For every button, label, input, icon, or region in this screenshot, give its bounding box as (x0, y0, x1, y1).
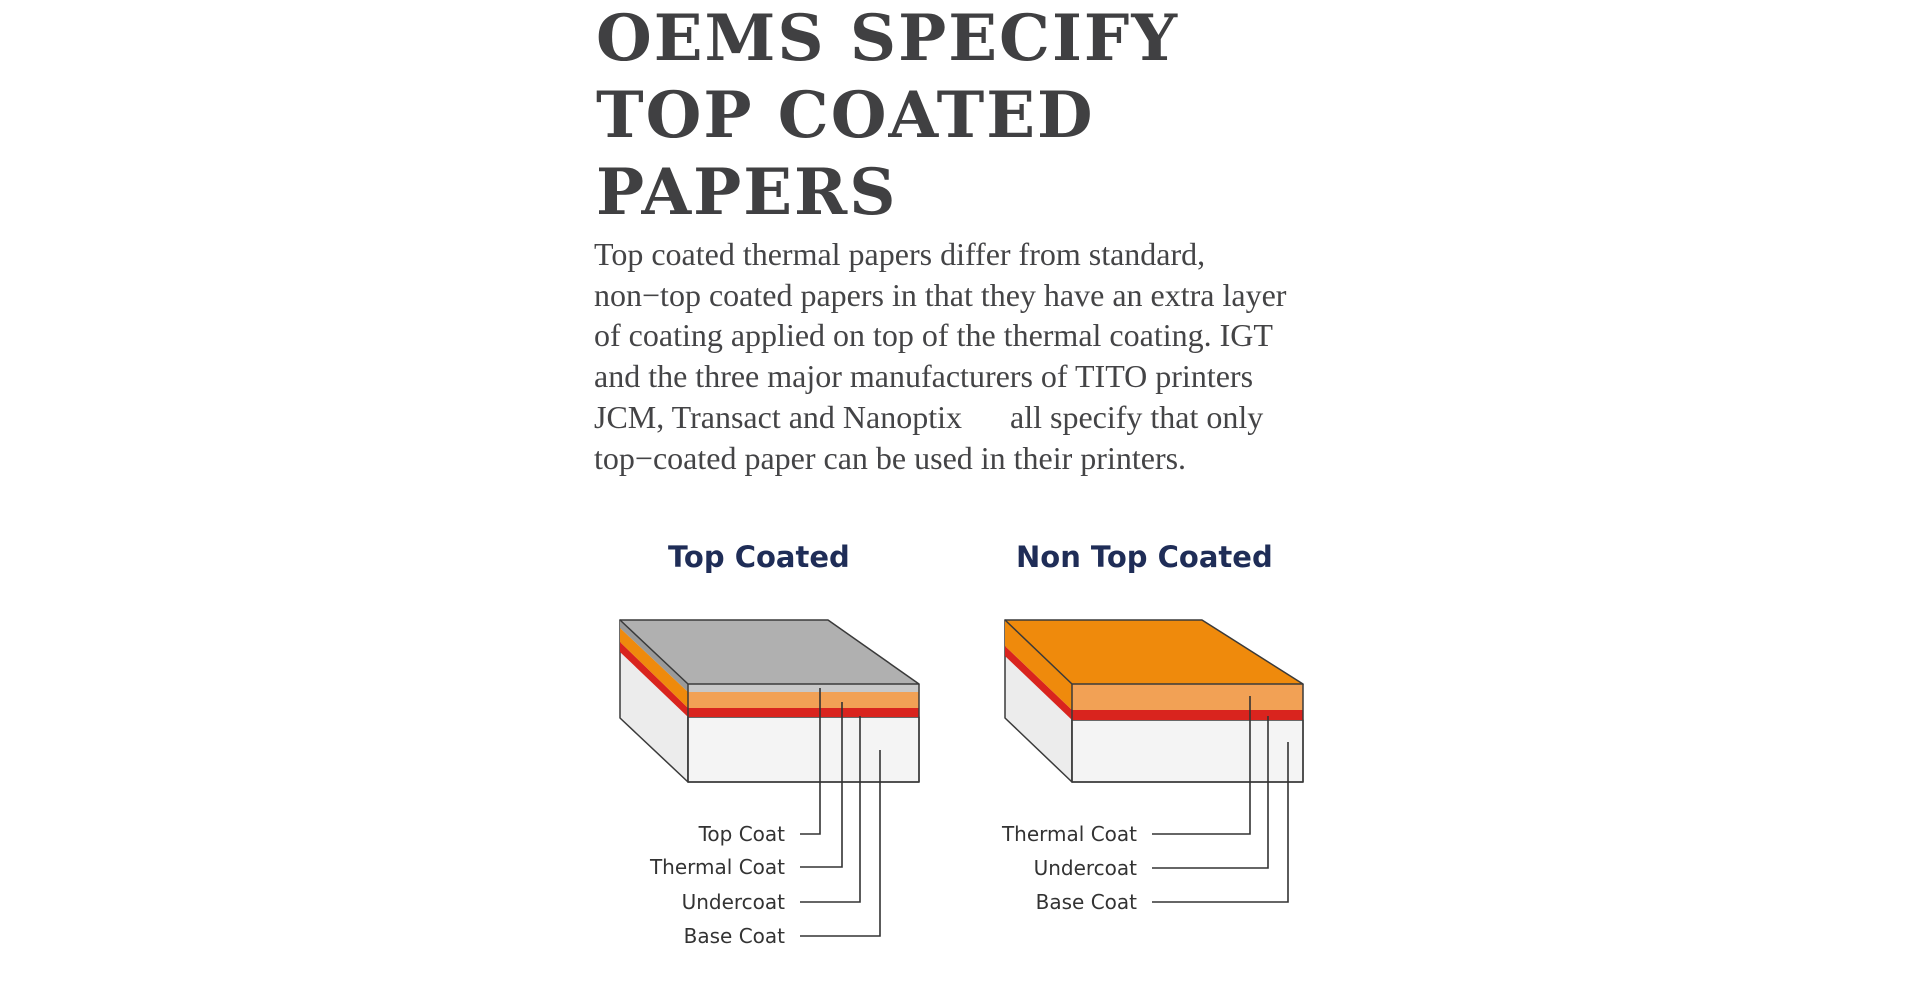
top-coated-side-thermal (620, 628, 688, 708)
top-coated-front-thermal (688, 692, 919, 708)
top-coated-diagram: Top Coated Top Coat Thermal Coa (619, 540, 920, 948)
leader-thermal-coat (800, 702, 843, 868)
top-coated-front-undercoat (688, 708, 919, 717)
label-nt-thermal-coat: Thermal Coat (1001, 822, 1137, 846)
non-top-coated-front-thermal (1072, 684, 1303, 710)
non-top-coated-diagram: Non Top Coated Thermal Coat Undercoat Ba… (1001, 540, 1304, 914)
label-nt-undercoat: Undercoat (1034, 856, 1138, 880)
headline-line-1: OEMS SPECIFY (596, 1, 1179, 76)
body-line-1: Top coated thermal papers differ from st… (594, 236, 1206, 272)
body-line-2: non−top coated papers in that they have … (594, 276, 1287, 313)
leader-top-coat (800, 688, 821, 835)
label-undercoat: Undercoat (682, 890, 786, 914)
non-top-coated-title: Non Top Coated (1016, 540, 1273, 574)
headline-line-3: PAPERS (596, 155, 898, 230)
non-top-coated-side-thermal (1005, 620, 1072, 710)
body-line-6: top−coated paper can be used in their pr… (594, 439, 1187, 476)
non-top-coated-side-undercoat (1005, 646, 1072, 720)
body-line-4: and the three major manufacturers of TIT… (594, 358, 1254, 395)
leader-nt-thermal-coat (1152, 696, 1251, 835)
label-top-coat: Top Coat (698, 822, 786, 846)
leader-undercoat (800, 716, 861, 903)
headline: OEMS SPECIFY TOP COATED PAPERS (596, 0, 1296, 231)
label-base-coat: Base Coat (684, 924, 786, 948)
top-coated-front-topcoat (688, 684, 919, 692)
body-line-5: JCM, Transact and Nanoptix all specify t… (594, 398, 1264, 435)
leader-nt-base-coat (1152, 742, 1289, 903)
top-coated-side-undercoat (620, 642, 688, 717)
headline-line-2: TOP COATED (596, 78, 1095, 153)
leader-nt-undercoat (1152, 716, 1269, 869)
body-paragraph: Top coated thermal papers differ from st… (594, 234, 1354, 478)
body-line-3: of coating applied on top of the thermal… (594, 317, 1273, 354)
top-coated-side-topcoat (620, 620, 688, 692)
top-coated-base-front (687, 716, 920, 783)
leader-base-coat (800, 750, 881, 937)
label-nt-base-coat: Base Coat (1036, 890, 1138, 914)
non-top-coated-base-front (1071, 719, 1304, 783)
top-coated-title: Top Coated (668, 540, 850, 574)
label-thermal-coat: Thermal Coat (649, 855, 785, 879)
non-top-coated-front-undercoat (1072, 710, 1303, 720)
